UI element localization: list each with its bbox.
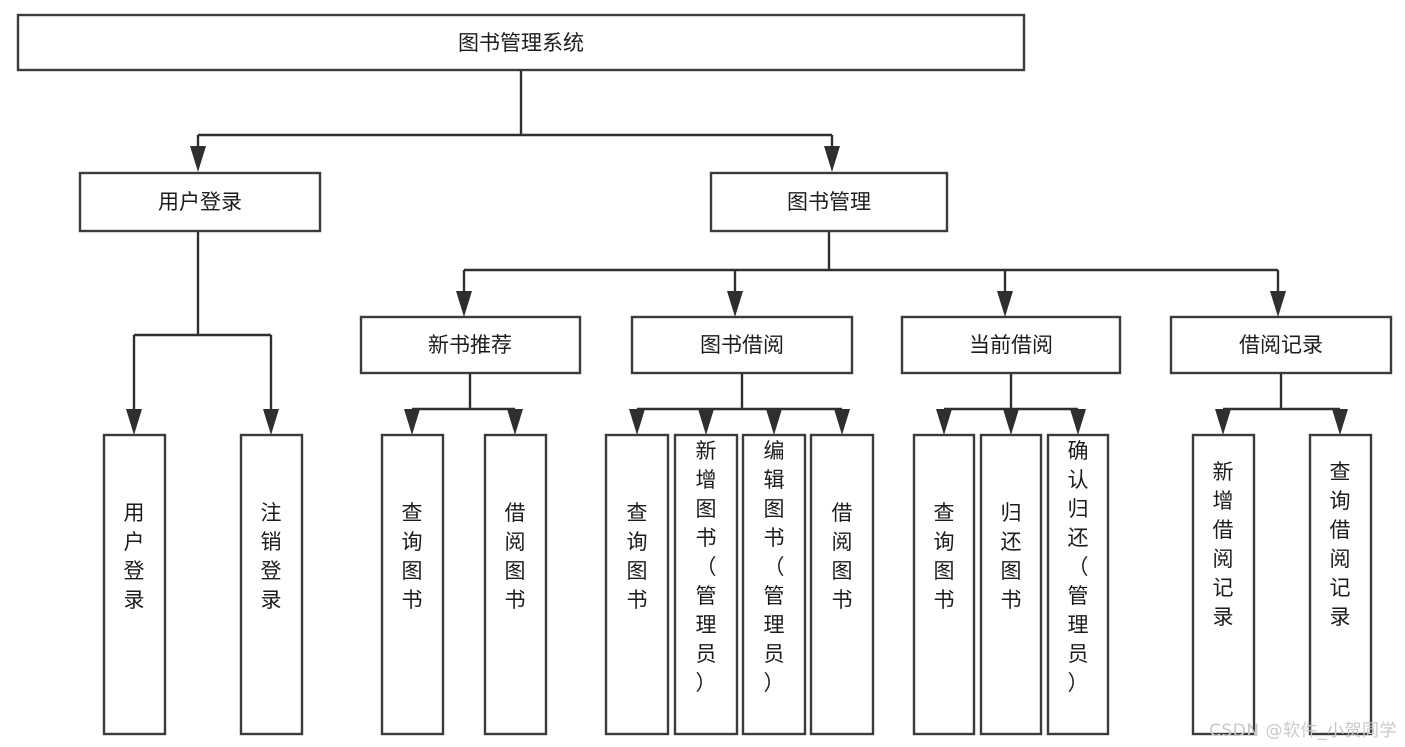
- connector-group-current-borrow: [936, 373, 1086, 435]
- arrow-head-bb-leaf3: [834, 409, 850, 435]
- leaf-borrow-record-0-box[interactable]: [1191, 433, 1256, 736]
- leaf-new-book-recommend-0[interactable]: 查询图书: [380, 433, 445, 736]
- arrow-head-user-login-leaf0: [126, 409, 142, 435]
- leaf-user-login-0-label: 用户登录: [124, 501, 145, 612]
- node-book-borrow-label: 图书借阅: [700, 333, 784, 357]
- leaf-book-borrow-2-label: 编辑图书（管理员）: [764, 439, 785, 695]
- node-root-label: 图书管理系统: [458, 31, 584, 55]
- arrow-head-bb-leaf1: [698, 409, 714, 435]
- arrow-head-br-leaf1: [1332, 409, 1348, 435]
- node-book-borrow[interactable]: 图书借阅: [630, 315, 854, 375]
- leaf-book-borrow-1-label: 新增图书（管理员）: [696, 439, 717, 695]
- arrow-head-book-borrow: [727, 291, 743, 317]
- node-book-manage-box[interactable]: [709, 171, 949, 233]
- leaf-book-borrow-1[interactable]: 新增图书（管理员）: [673, 433, 739, 736]
- node-borrow-record-label: 借阅记录: [1239, 333, 1323, 357]
- arrow-head-br-leaf0: [1215, 409, 1231, 435]
- leaf-book-borrow-3[interactable]: 借阅图书: [809, 433, 875, 736]
- leaf-book-borrow-0-label: 查询图书: [627, 501, 648, 612]
- node-root[interactable]: 图书管理系统: [16, 13, 1026, 72]
- leaf-book-borrow-3-label: 借阅图书: [832, 501, 853, 612]
- arrow-head-cb-leaf0: [936, 409, 952, 435]
- node-current-borrow[interactable]: 当前借阅: [900, 315, 1122, 375]
- leaf-borrow-record-0-label: 新增借阅记录: [1213, 460, 1234, 629]
- leaf-new-book-recommend-0-label: 查询图书: [402, 501, 423, 612]
- arrow-head-current-borrow: [997, 291, 1013, 317]
- leaf-current-borrow-0-label: 查询图书: [934, 501, 955, 612]
- leaf-new-book-recommend-1[interactable]: 借阅图书: [483, 433, 548, 736]
- arrow-head-bb-leaf2: [766, 409, 782, 435]
- node-root-box[interactable]: [16, 13, 1026, 72]
- node-user-login[interactable]: 用户登录: [78, 171, 322, 233]
- node-current-borrow-label: 当前借阅: [969, 333, 1053, 357]
- node-new-book-recommend-box[interactable]: [359, 315, 582, 375]
- arrow-head-borrow-record: [1270, 291, 1286, 317]
- connector-group-user-login: [126, 231, 279, 435]
- leaf-current-borrow-0[interactable]: 查询图书: [912, 433, 976, 736]
- leaf-book-borrow-1-box[interactable]: [673, 433, 739, 736]
- node-borrow-record[interactable]: 借阅记录: [1169, 315, 1393, 375]
- node-book-manage-label: 图书管理: [787, 190, 871, 214]
- leaf-borrow-record-1-box[interactable]: [1308, 433, 1373, 736]
- leaf-book-borrow-0-box[interactable]: [604, 433, 670, 736]
- connector-group-root: [190, 70, 840, 172]
- leaf-user-login-0-box[interactable]: [102, 433, 167, 736]
- arrow-head-cb-leaf2: [1070, 409, 1086, 435]
- leaf-user-login-1-box[interactable]: [239, 433, 304, 736]
- leaf-book-borrow-0[interactable]: 查询图书: [604, 433, 670, 736]
- node-book-manage[interactable]: 图书管理: [709, 171, 949, 233]
- node-borrow-record-box[interactable]: [1169, 315, 1393, 375]
- leaf-current-borrow-2-box[interactable]: [1046, 433, 1110, 736]
- connector-group-new-book-recommend: [404, 373, 523, 435]
- leaf-new-book-recommend-1-box[interactable]: [483, 433, 548, 736]
- leaf-current-borrow-2[interactable]: 确认归还（管理员）: [1046, 433, 1110, 736]
- arrow-head-new-book-recommend: [456, 291, 472, 317]
- arrow-head-user-login: [190, 146, 206, 172]
- arrow-head-user-login-leaf1: [263, 409, 279, 435]
- leaf-user-login-1[interactable]: 注销登录: [239, 433, 304, 736]
- arrow-head-cb-leaf1: [1003, 409, 1019, 435]
- arrow-head-nbr-leaf0: [404, 409, 420, 435]
- node-current-borrow-box[interactable]: [900, 315, 1122, 375]
- leaf-current-borrow-0-box[interactable]: [912, 433, 976, 736]
- leaf-borrow-record-1-label: 查询借阅记录: [1330, 460, 1351, 629]
- leaf-book-borrow-3-box[interactable]: [809, 433, 875, 736]
- leaf-current-borrow-1[interactable]: 归还图书: [979, 433, 1043, 736]
- node-user-login-box[interactable]: [78, 171, 322, 233]
- leaf-user-login-0[interactable]: 用户登录: [102, 433, 167, 736]
- leaf-borrow-record-0[interactable]: 新增借阅记录: [1191, 433, 1256, 736]
- leaf-borrow-record-1[interactable]: 查询借阅记录: [1308, 433, 1373, 736]
- connector-group-book-borrow: [629, 373, 850, 435]
- connector-group-borrow-record: [1215, 373, 1348, 435]
- leaf-new-book-recommend-0-box[interactable]: [380, 433, 445, 736]
- node-new-book-recommend[interactable]: 新书推荐: [359, 315, 582, 375]
- leaf-new-book-recommend-1-label: 借阅图书: [505, 501, 526, 612]
- node-new-book-recommend-label: 新书推荐: [428, 333, 512, 357]
- leaf-book-borrow-2[interactable]: 编辑图书（管理员）: [741, 433, 807, 736]
- node-user-login-label: 用户登录: [158, 190, 242, 214]
- leaf-book-borrow-2-box[interactable]: [741, 433, 807, 736]
- connector-group-book-manage: [456, 232, 1286, 317]
- leaf-current-borrow-2-label: 确认归还（管理员）: [1068, 439, 1089, 695]
- leaf-user-login-1-label: 注销登录: [261, 501, 282, 612]
- leaf-current-borrow-1-box[interactable]: [979, 433, 1043, 736]
- leaf-current-borrow-1-label: 归还图书: [1001, 501, 1022, 612]
- node-book-borrow-box[interactable]: [630, 315, 854, 375]
- arrow-head-book-manage: [824, 146, 840, 172]
- arrow-head-nbr-leaf1: [507, 409, 523, 435]
- arrow-head-bb-leaf0: [629, 409, 645, 435]
